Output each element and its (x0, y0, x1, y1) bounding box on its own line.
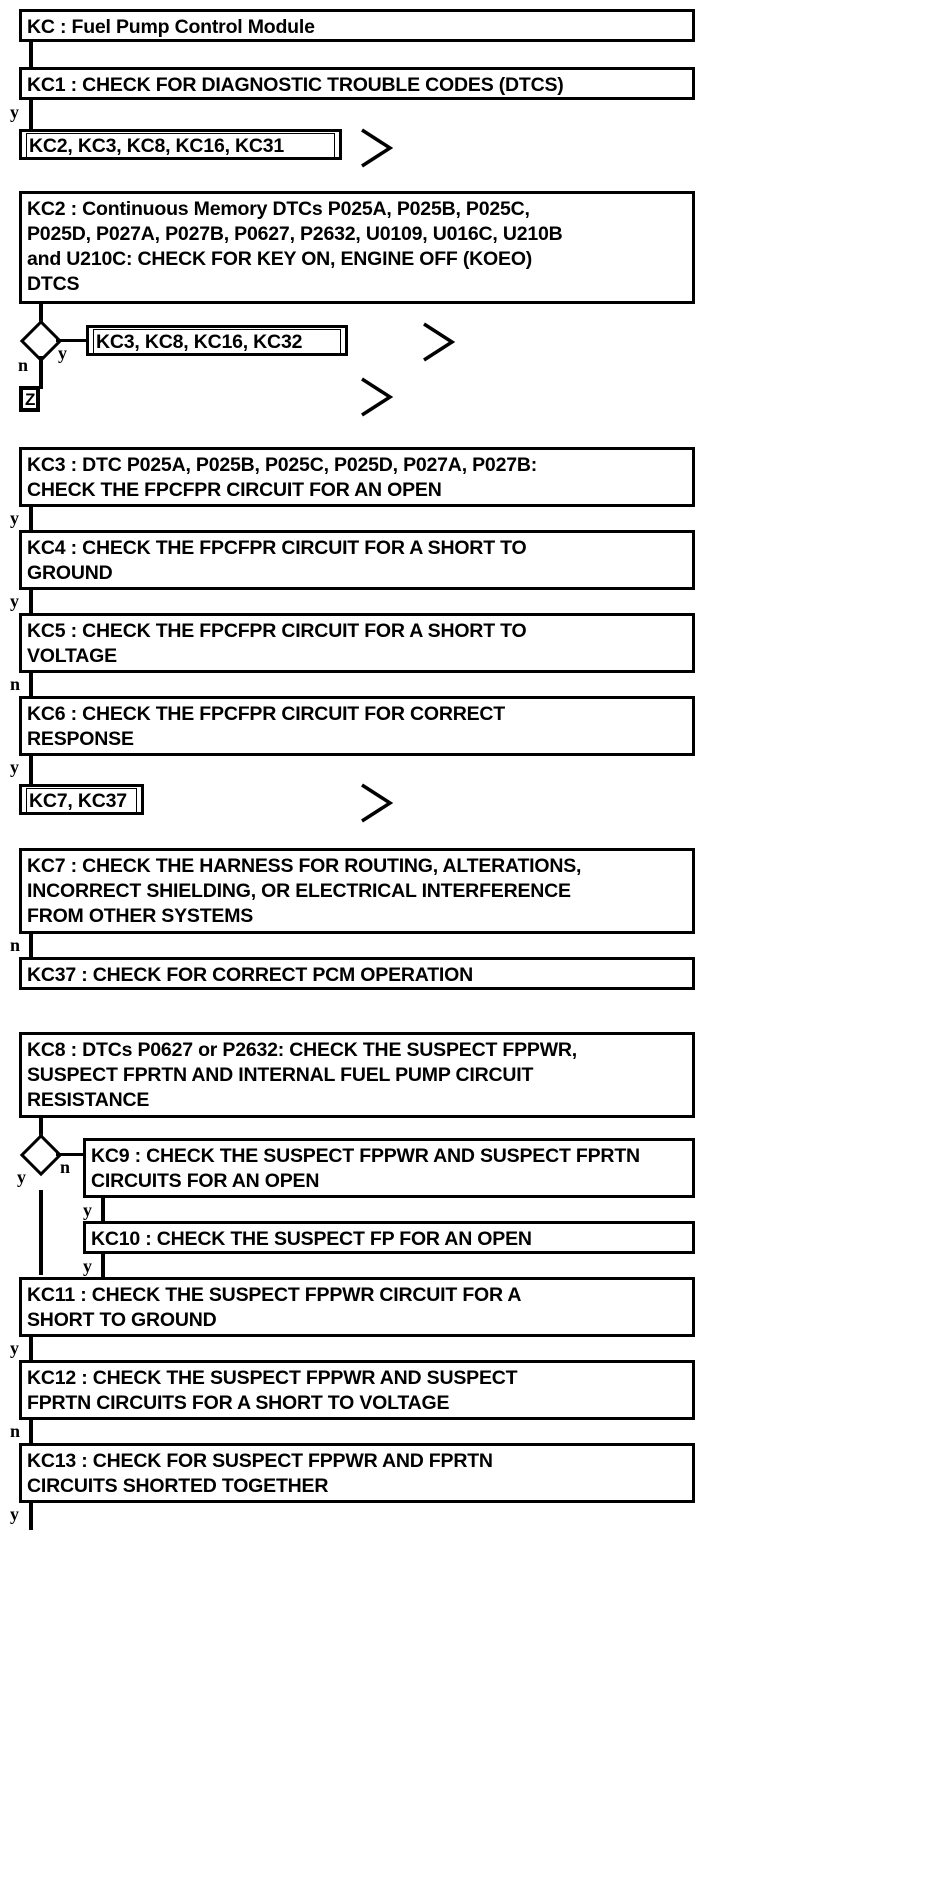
node-kc12[interactable]: KC12 : CHECK THE SUSPECT FPPWR AND SUSPE… (19, 1360, 695, 1420)
page-link-chevron-3[interactable] (356, 375, 398, 419)
marker-z[interactable]: Z (19, 386, 40, 412)
connector-kc2-no (39, 356, 43, 389)
node-kc3[interactable]: KC3 : DTC P025A, P025B, P025C, P025D, P0… (19, 447, 695, 507)
connector-kc2-yes (56, 339, 88, 342)
connector-kc13-out (29, 1503, 33, 1530)
page-link-chevron-4[interactable] (356, 781, 398, 825)
ref-box-label: KC2, KC3, KC8, KC16, KC31 (26, 133, 335, 159)
node-kc5[interactable]: KC5 : CHECK THE FPCFPR CIRCUIT FOR A SHO… (19, 613, 695, 673)
page-link-chevron-1[interactable] (356, 126, 398, 170)
branch-label-kc4-out: y (10, 591, 19, 611)
ref-box-kc3-kc8-kc16-kc32[interactable]: KC3, KC8, KC16, KC32 (86, 325, 348, 356)
node-kc11[interactable]: KC11 : CHECK THE SUSPECT FPPWR CIRCUIT F… (19, 1277, 695, 1337)
node-kc13[interactable]: KC13 : CHECK FOR SUSPECT FPPWR AND FPRTN… (19, 1443, 695, 1503)
ref-box-label: KC3, KC8, KC16, KC32 (93, 329, 341, 355)
connector-kc12-to-kc13 (29, 1420, 33, 1447)
branch-label-kc2-yes: y (58, 343, 67, 363)
branch-label-kc3-out: y (10, 508, 19, 528)
connector-kc8-to-decision (39, 1118, 43, 1144)
node-kc9[interactable]: KC9 : CHECK THE SUSPECT FPPWR AND SUSPEC… (83, 1138, 695, 1198)
node-kc1[interactable]: KC1 : CHECK FOR DIAGNOSTIC TROUBLE CODES… (19, 67, 695, 100)
branch-label-kc13-out: y (10, 1504, 19, 1524)
connector-kc3-to-kc4 (29, 507, 33, 534)
branch-label-kc5-out: n (10, 674, 21, 694)
connector-kc8-no (56, 1153, 85, 1156)
page-link-chevron-2[interactable] (418, 320, 460, 364)
connector-kc6-to-ref3 (29, 756, 33, 785)
connector-kc1-to-ref1 (29, 100, 33, 130)
connector-kc2-to-decision (39, 304, 43, 330)
ref-box-kc7-kc37[interactable]: KC7, KC37 (19, 784, 144, 815)
connector-kc9-to-kc10 (101, 1198, 105, 1225)
connector-kc7-to-kc37 (29, 934, 33, 961)
branch-label-kc1-out: y (10, 102, 19, 122)
connector-kc10-to-kc11 (101, 1254, 105, 1281)
branch-label-kc6-out: y (10, 757, 19, 777)
ref-box-kc2-kc3-kc8-kc16-kc31[interactable]: KC2, KC3, KC8, KC16, KC31 (19, 129, 342, 160)
node-kc4[interactable]: KC4 : CHECK THE FPCFPR CIRCUIT FOR A SHO… (19, 530, 695, 590)
branch-label-kc7-out: n (10, 935, 21, 955)
node-kc10[interactable]: KC10 : CHECK THE SUSPECT FP FOR AN OPEN (83, 1221, 695, 1254)
connector-kc4-to-kc5 (29, 590, 33, 617)
node-kc8[interactable]: KC8 : DTCs P0627 or P2632: CHECK THE SUS… (19, 1032, 695, 1118)
branch-label-kc9-out: y (83, 1200, 92, 1220)
node-kc2[interactable]: KC2 : Continuous Memory DTCs P025A, P025… (19, 191, 695, 304)
connector-kc5-to-kc6 (29, 673, 33, 700)
node-kc6[interactable]: KC6 : CHECK THE FPCFPR CIRCUIT FOR CORRE… (19, 696, 695, 756)
branch-label-kc10-out: y (83, 1256, 92, 1276)
connector-title-to-kc1 (29, 42, 33, 71)
node-kc-title[interactable]: KC : Fuel Pump Control Module (19, 9, 695, 42)
branch-label-kc8-yes: y (17, 1167, 26, 1187)
branch-label-kc8-no: n (60, 1157, 71, 1177)
branch-label-kc12-out: n (10, 1421, 21, 1441)
branch-label-kc2-no: n (18, 355, 29, 375)
branch-label-kc11-out: y (10, 1338, 19, 1358)
connector-kc8-yes (39, 1190, 43, 1275)
ref-box-label: KC7, KC37 (26, 788, 137, 814)
node-kc7[interactable]: KC7 : CHECK THE HARNESS FOR ROUTING, ALT… (19, 848, 695, 934)
connector-kc11-to-kc12 (29, 1337, 33, 1364)
node-kc37[interactable]: KC37 : CHECK FOR CORRECT PCM OPERATION (19, 957, 695, 990)
